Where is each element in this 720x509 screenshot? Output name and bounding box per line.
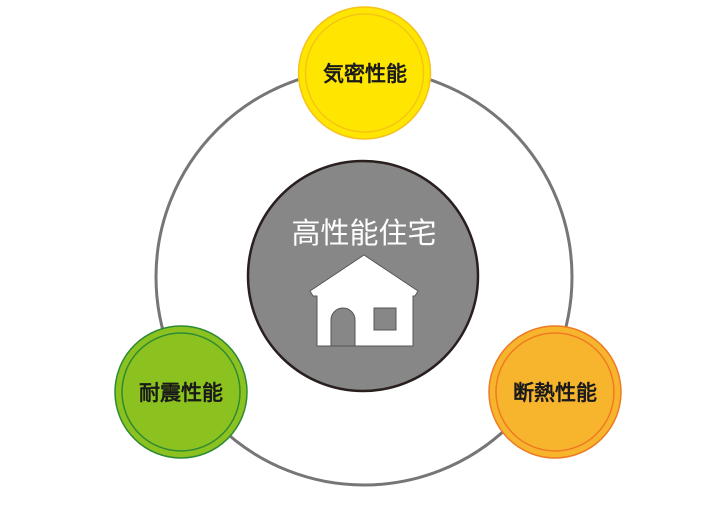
- node-insulation-label: 断熱性能: [513, 381, 597, 405]
- node-airtightness-label: 気密性能: [323, 62, 407, 86]
- node-insulation: 断熱性能: [488, 325, 622, 459]
- center-node: 高性能住宅: [246, 159, 480, 393]
- node-insulation-inner-ring: [495, 332, 615, 452]
- node-earthquake: 耐震性能: [114, 325, 248, 459]
- house-icon: [309, 254, 419, 347]
- node-earthquake-circle: [114, 325, 248, 459]
- node-insulation-circle: [488, 325, 622, 459]
- door-shape: [330, 307, 356, 347]
- node-airtightness-circle: [297, 6, 432, 140]
- node-earthquake-label: 耐震性能: [139, 381, 223, 405]
- node-airtightness-inner-ring: [304, 13, 425, 133]
- node-airtightness: 気密性能: [297, 6, 432, 140]
- window-shape: [373, 307, 397, 331]
- node-earthquake-inner-ring: [121, 332, 241, 452]
- center-title: 高性能住宅: [291, 216, 436, 250]
